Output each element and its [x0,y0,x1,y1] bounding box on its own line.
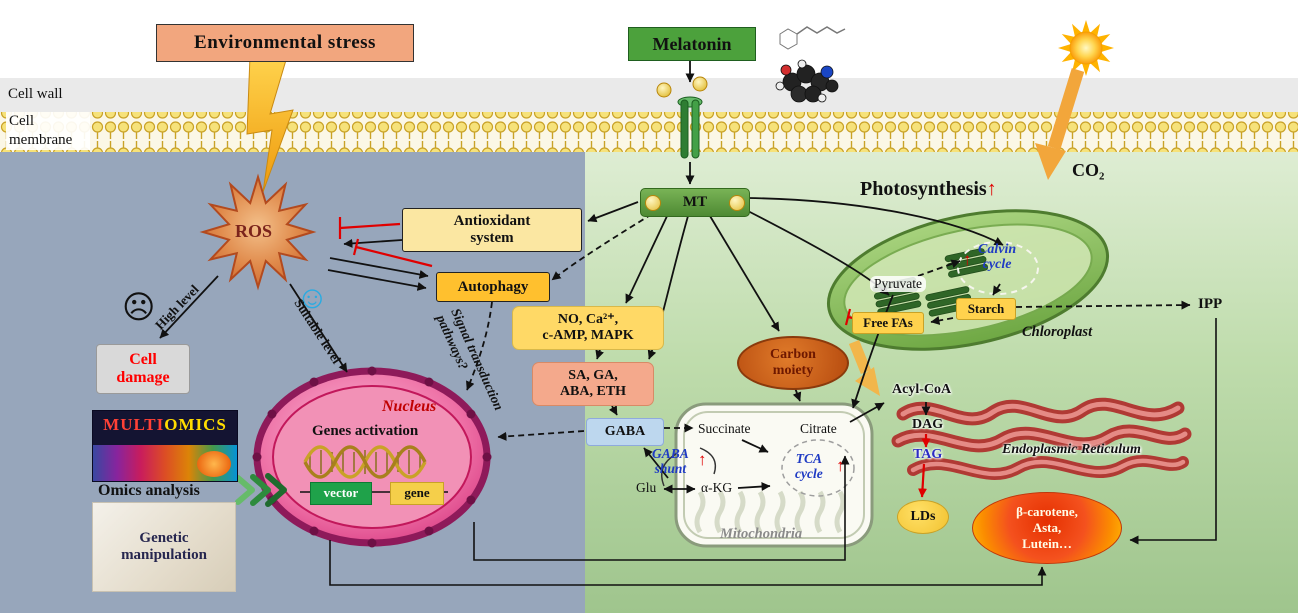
mt-label: MT [682,194,708,211]
melatonin-ligand-ball [692,76,708,92]
gaba-shunt-label: GABA shunt [652,446,689,476]
omics-title-part2: OMICS [164,415,227,434]
antioxidant-system-box: Antioxidant system [402,208,582,252]
akg-label: α-KG [701,480,733,495]
environmental-stress-box: Environmental stress [156,24,414,62]
glu-label: Glu [636,480,657,495]
lds-ellipse: LDs [897,500,949,534]
melatonin-box: Melatonin [628,27,756,61]
chevrons-icon [235,473,287,507]
cell-membrane-bilayer [0,112,1298,152]
free-fas-box: Free FAs [852,312,924,334]
sun-icon [1058,20,1114,76]
melatonin-label: Melatonin [652,33,732,54]
melatonin-ligand-ball [656,82,672,98]
genes-activation-label: Genes activation [312,423,419,439]
nucleus-structure [252,366,492,548]
gene-box: gene [390,482,444,505]
sad-face-icon: ☹ [122,289,156,325]
cell-wall-label: Cell wall [8,86,63,102]
mt-box: MT [640,188,750,217]
omics-title-part1: MULTI [103,415,165,434]
lightning-bolt-icon [246,55,294,193]
mt-ligand-right [729,195,745,211]
mitochondria-label: Mitochondria [720,526,803,542]
cristae [694,490,846,534]
calvin-up-arrow: ↑ [963,250,972,269]
tca-cycle-label: TCA cycle [795,451,823,481]
er-label: Endoplasmic Reticulum [1002,442,1141,457]
cell-membrane-label: Cell membrane [6,112,90,150]
photosynthesis-up-arrow: ↑ [986,178,997,200]
omics-image: MULTIOMICS [92,410,238,482]
carbon-moiety-ellipse: Carbon moiety [737,336,849,390]
gaba-shunt-up-arrow: ↑ [698,450,707,469]
ros-burst-icon [199,173,317,291]
no-ca-camp-mapk-box: NO, Ca²⁺, c-AMP, MAPK [512,306,664,350]
smile-face-icon: ☺ [296,279,329,315]
mitochondria-structure [674,402,874,548]
pyruvate-label: Pyruvate [870,276,926,292]
dag-label: DAG [912,417,944,432]
cell-wall-band [0,78,1298,112]
tca-cycle-ring [781,439,855,497]
tag-label: TAG [913,447,943,462]
ipp-label: IPP [1198,296,1223,312]
nucleus-label: Nucleus [382,398,437,415]
fatty-acid-flux-arrow [848,339,880,396]
tca-up-arrow: ↑ [836,456,845,475]
carotenoids-ellipse: β-carotene, Asta, Lutein… [972,492,1122,564]
melatonin-receptor-icon [656,76,708,159]
er-structure [891,397,1192,480]
omics-caption: Omics analysis [98,482,200,499]
melatonin-molecule [775,26,846,103]
citrate-label: Citrate [800,421,837,436]
ros-label: ROS [235,221,273,241]
arrows [159,60,1217,586]
photosynthesis-label: Photosynthesis↑ [860,178,997,200]
genetic-manipulation-image: Genetic manipulation [92,502,236,592]
acyl-coa-label: Acyl-CoA [892,382,952,397]
succinate-label: Succinate [698,421,751,436]
sa-ga-aba-eth-box: SA, GA, ABA, ETH [532,362,654,406]
calvin-cycle-label: Calvin cycle [978,242,1017,273]
gaba-shunt-arc [661,447,717,487]
sunlight-arrow [1035,68,1085,180]
mt-ligand-left [645,195,661,211]
cell-damage-box: Cell damage [96,344,190,394]
co2-label: CO₂ [1072,160,1105,180]
vector-box: vector [310,482,372,505]
autophagy-box: Autophagy [436,272,550,302]
gaba-box: GABA [586,418,664,446]
starch-box: Starch [956,298,1016,320]
environmental-stress-label: Environmental stress [194,32,376,54]
chloroplast-structure [826,209,1110,351]
dna-helix-icon [303,445,427,479]
chloroplast-label: Chloroplast [1022,324,1093,340]
